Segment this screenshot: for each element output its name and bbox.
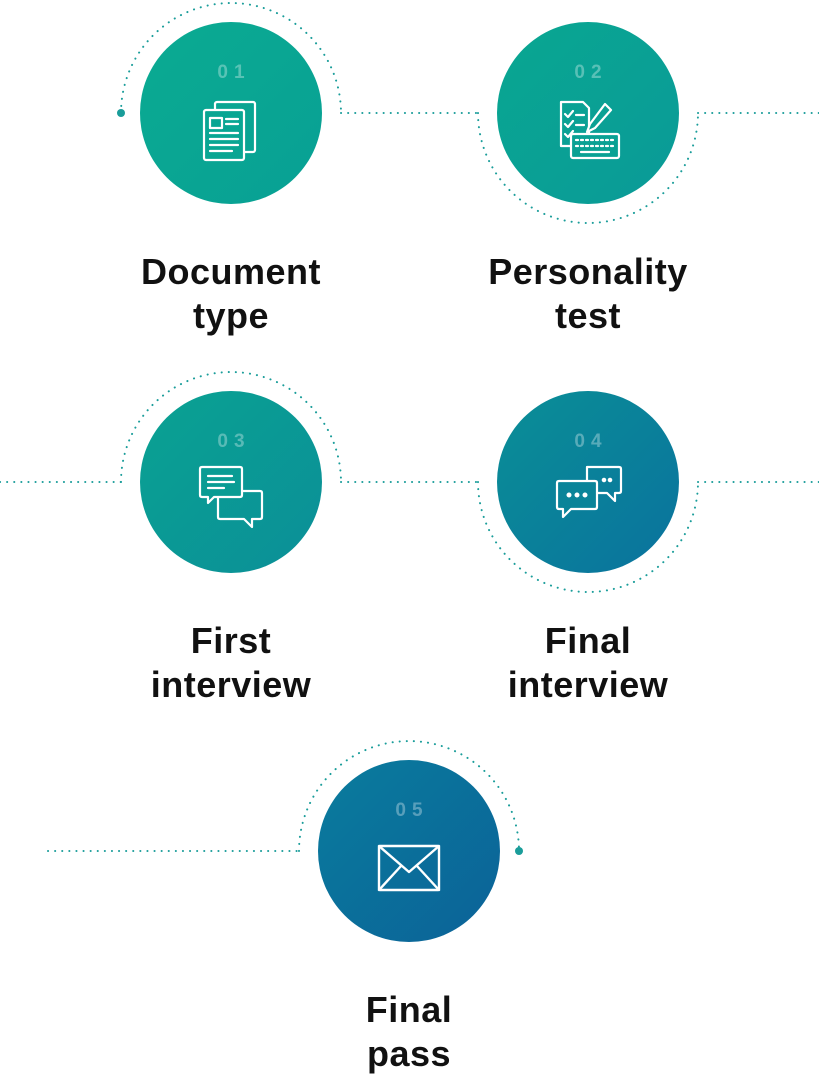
chat-bubbles-icon [198,465,264,529]
step-4-number: 04 [574,431,608,452]
step-5-number: 05 [395,800,429,821]
step-1-title: Document type [140,251,321,336]
step-2-title: Personality test [488,251,688,336]
step-4-circle: 04 [497,391,679,573]
checklist-pencil-keyboard-icon [559,100,621,160]
step-5-circle: 05 [318,760,500,942]
step-4-title: Final interview [507,620,669,705]
step-5-title: Final pass [365,989,453,1074]
end-dot [515,847,523,855]
start-dot [117,109,125,117]
step-1-number: 01 [217,62,251,83]
step-2-number: 02 [574,62,608,83]
envelope-icon [377,844,441,892]
step-3-title: First interview [150,620,312,705]
chat-dots-icon [555,465,623,519]
step-2-circle: 02 [497,22,679,204]
document-icon [202,100,257,162]
step-1-circle: 01 [140,22,322,204]
step-3-number: 03 [217,431,251,452]
step-3-circle: 03 [140,391,322,573]
